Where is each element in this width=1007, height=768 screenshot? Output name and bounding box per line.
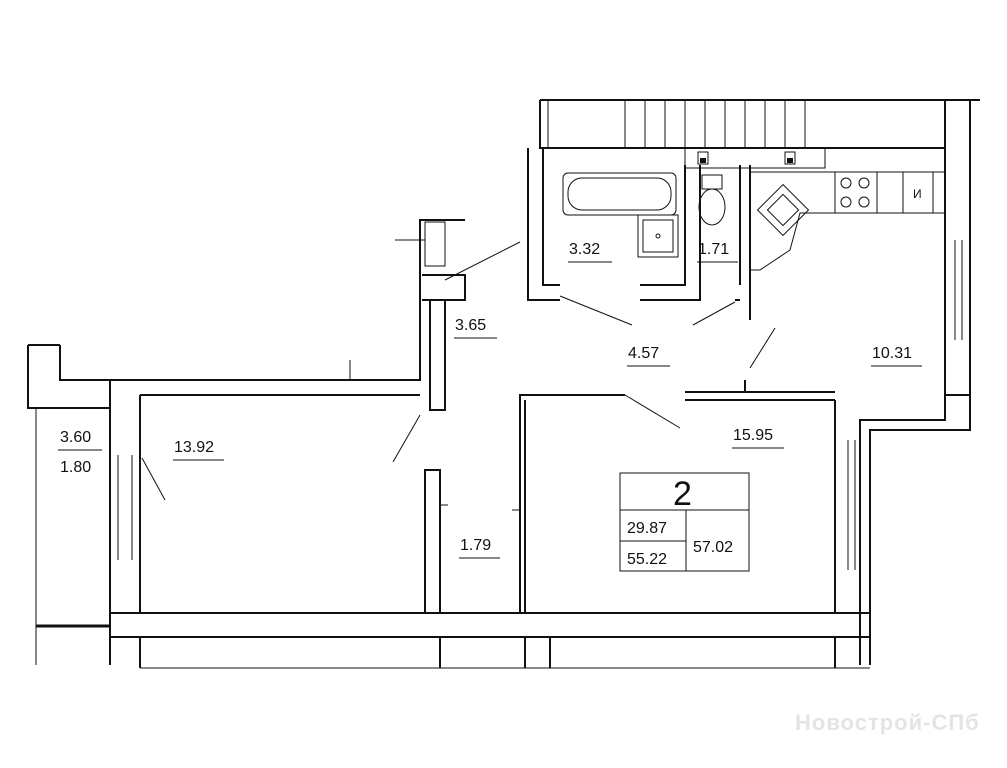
stove-icon: [834, 171, 878, 214]
bathtub-icon: [562, 172, 677, 216]
apartment-summary: 2 29.87 55.22 57.02: [619, 472, 750, 572]
room-area-toilet: 1.71: [698, 241, 729, 258]
fixtures: И: [562, 151, 946, 271]
toilet-icon: [701, 174, 723, 190]
room-area-closet: 1.79: [460, 537, 491, 554]
total-area: 55.22: [627, 551, 667, 568]
room-area-hall-entry: 3.65: [455, 317, 486, 334]
balcony-area: 3.60: [60, 429, 91, 446]
inner-walls: [424, 148, 836, 613]
fridge-icon: [902, 171, 934, 214]
room-area-right-room: 15.95: [733, 427, 773, 444]
room-labels: 3.32 1.71 3.65 4.57 10.31 13.92 15.95 1.…: [58, 241, 922, 559]
balcony-area-reduced: 1.80: [60, 459, 91, 476]
doors: [141, 241, 776, 501]
kitchen-sink-icon: [756, 183, 810, 237]
washbasin-icon: [637, 214, 679, 258]
watermark: Новострой-СПб: [795, 710, 980, 735]
room-area-left-room: 13.92: [174, 439, 214, 456]
living-area: 29.87: [627, 520, 667, 537]
room-count: 2: [673, 475, 692, 513]
room-area-corridor: 4.57: [628, 345, 659, 362]
room-area-kitchen: 10.31: [872, 345, 912, 362]
fridge-label: И: [913, 187, 922, 201]
kitchen-counter: [750, 171, 946, 271]
room-area-bathroom: 3.32: [569, 241, 600, 258]
area-with-balcony: 57.02: [693, 539, 733, 556]
outer-walls: [27, 99, 980, 669]
